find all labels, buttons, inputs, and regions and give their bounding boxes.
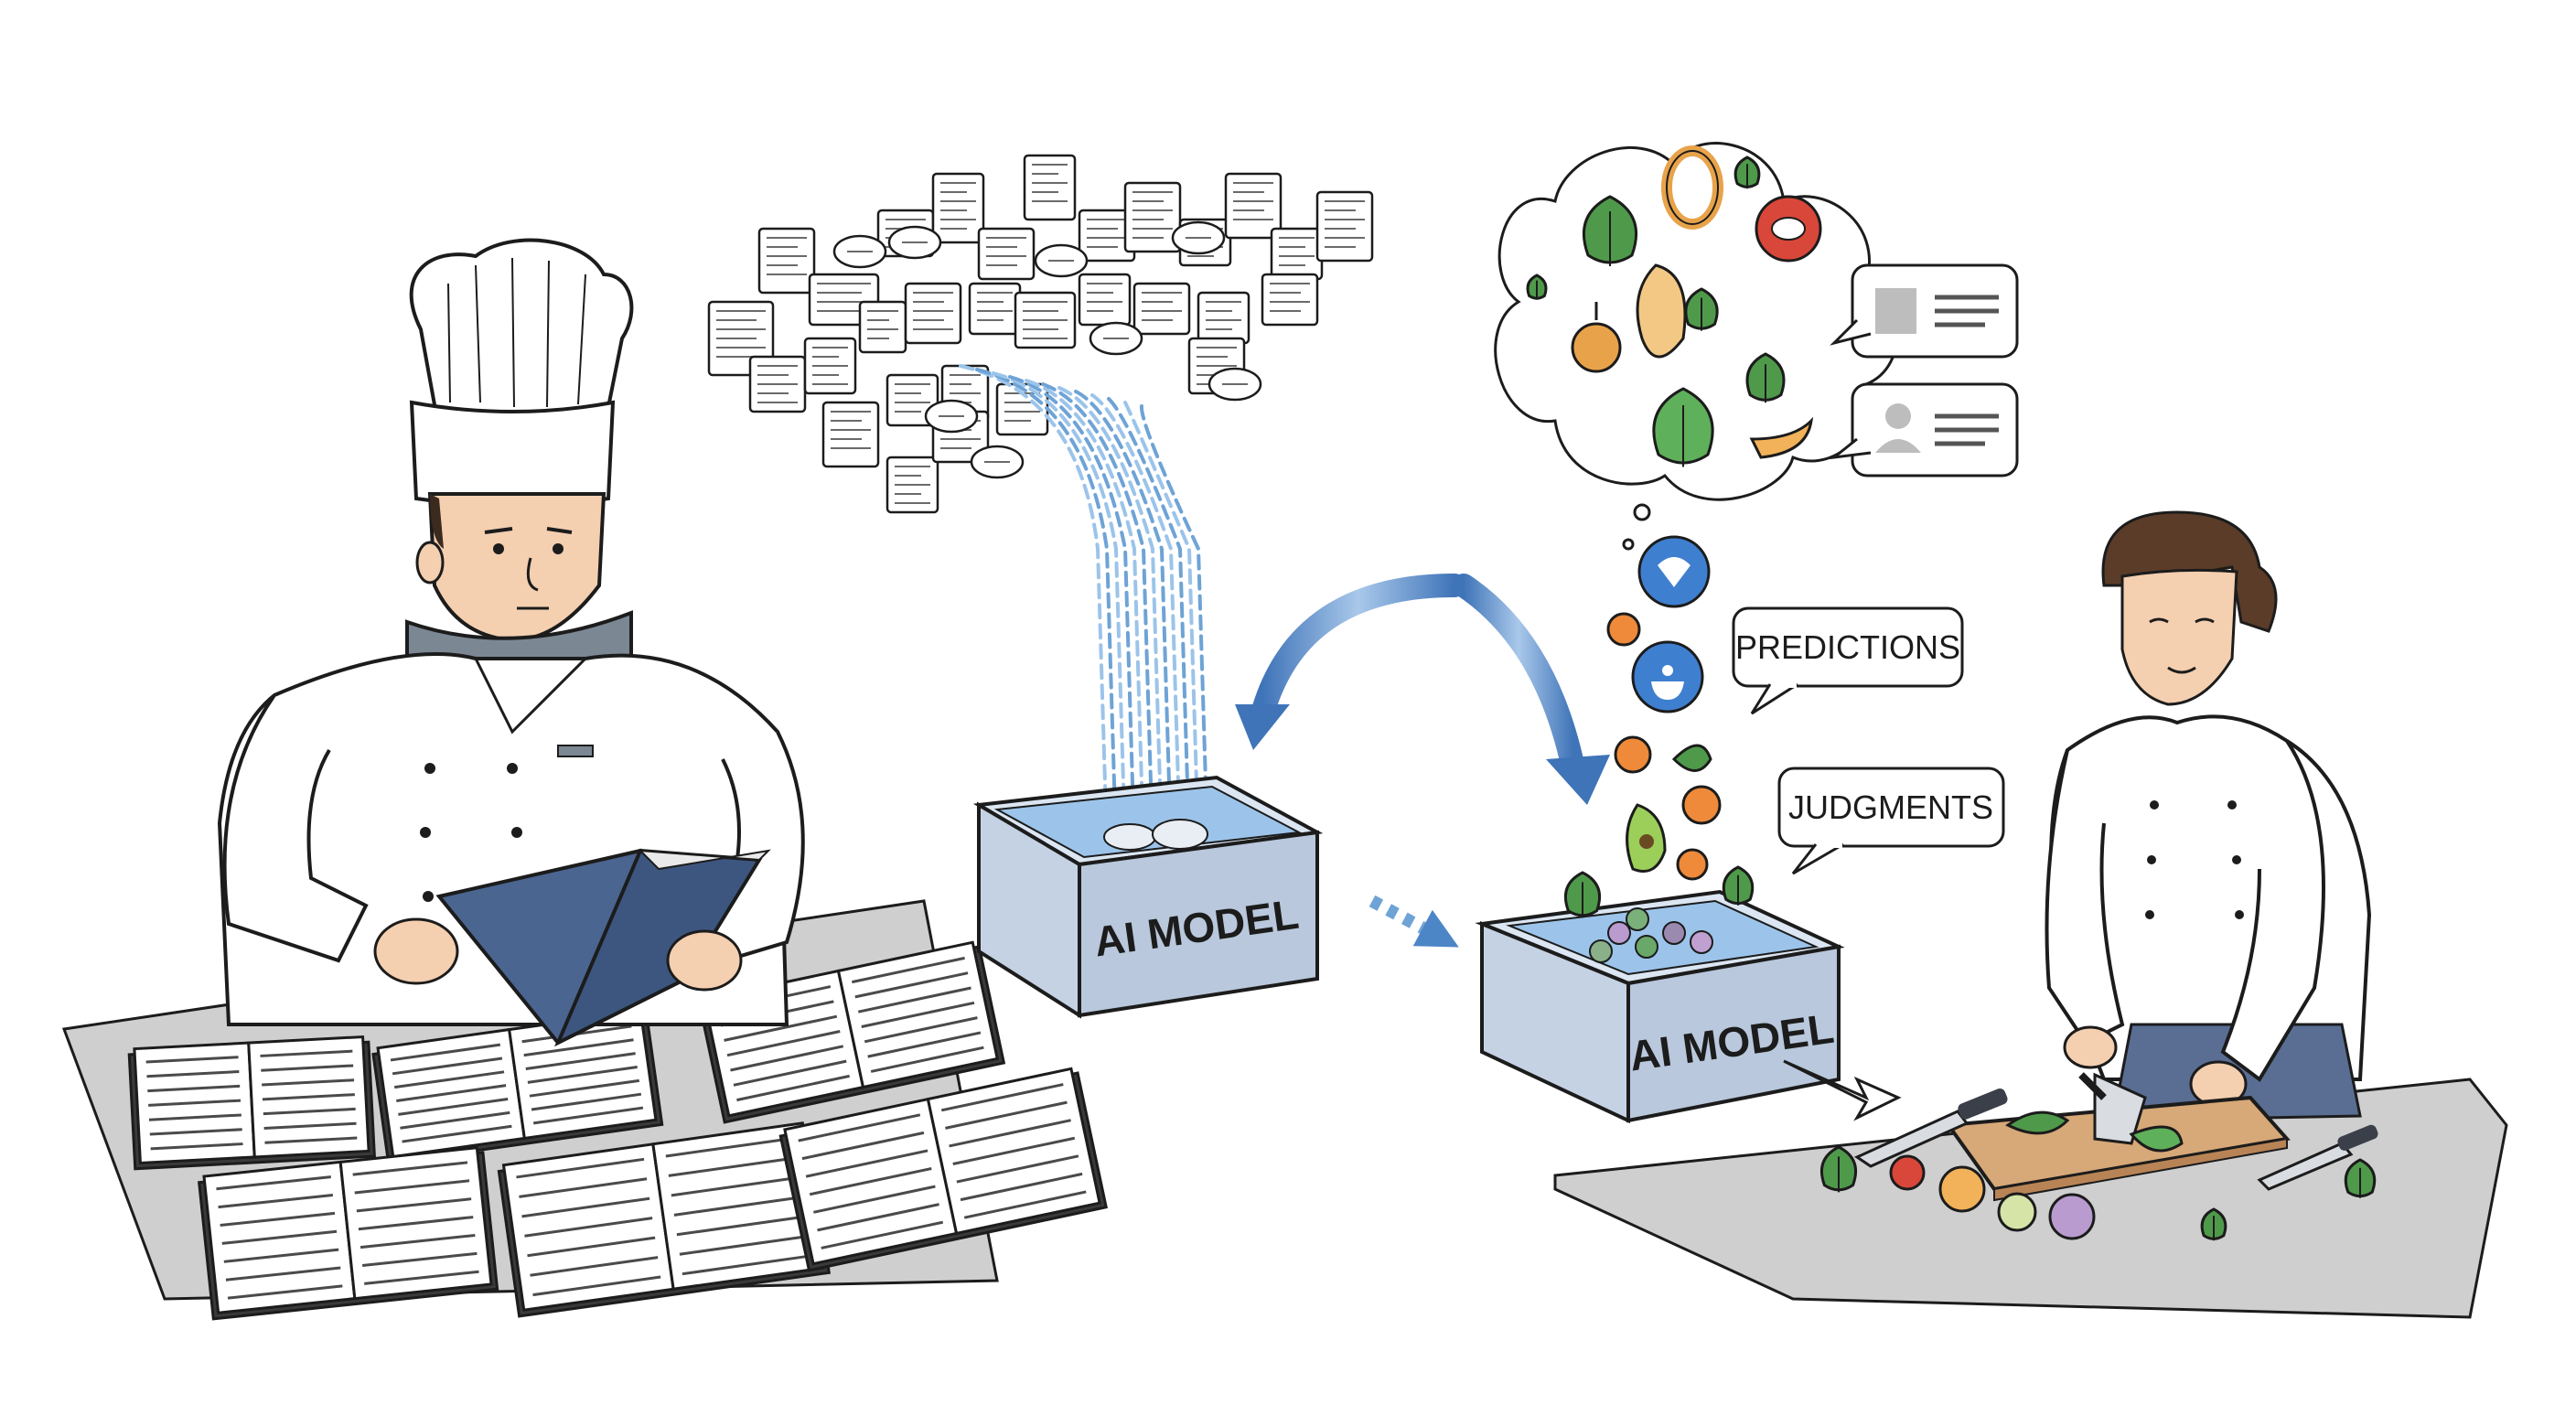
leaf-icon: [1526, 273, 1548, 300]
chef-reading: [217, 238, 805, 1047]
document-icon: [1014, 291, 1077, 349]
pepper-ring-icon: [1661, 145, 1723, 230]
chef-chopping: [2045, 510, 2372, 1122]
data-stream-line: [1123, 401, 1200, 843]
onion-icon: [1938, 1165, 1986, 1213]
document-icon: [886, 456, 939, 514]
output-arrow: [1783, 1059, 1902, 1121]
message-icon: [1089, 321, 1143, 356]
open-book-icon: [127, 1035, 376, 1171]
predictions-bubble: PREDICTIONS: [1732, 606, 1964, 715]
document-icon: [858, 300, 907, 354]
leaf-icon: [1745, 352, 1786, 403]
leaf-icon: [1733, 156, 1761, 189]
document-icon: [1078, 273, 1132, 327]
table-vegetables: [1819, 1145, 2377, 1241]
ai-model-box-left: AI MODEL: [972, 775, 1324, 1019]
tomato-icon: [1755, 195, 1822, 263]
document-icon: [977, 227, 1036, 281]
data-stream-line: [959, 364, 1109, 843]
document-icon: [1197, 291, 1250, 345]
data-stream-line: [1074, 390, 1173, 843]
document-icon: [803, 337, 857, 395]
open-book-icon: [373, 848, 771, 1047]
predictions-label: PREDICTIONS: [1735, 628, 1960, 666]
document-icon: [757, 227, 816, 295]
judgments-label: JUDGMENTS: [1788, 788, 1993, 826]
open-book-icon: [371, 1009, 664, 1165]
message-icon: [1208, 367, 1262, 402]
leaf-icon: [1582, 195, 1638, 266]
data-stream-line: [1107, 397, 1191, 843]
leaf-icon: [1722, 865, 1755, 906]
chef-hat-icon: [409, 238, 634, 508]
user-card-icon: [1830, 263, 2019, 359]
profile-card-icon: [1829, 382, 2019, 477]
leaf-icon: [1819, 1145, 1858, 1193]
vegetable-piece: [1626, 907, 1649, 931]
vegetable-piece: [1662, 921, 1686, 945]
vegetable-piece: [1589, 939, 1613, 963]
falling-ingredients: [1606, 535, 1722, 881]
bowl-badge-icon: [1631, 640, 1704, 713]
document-icon: [886, 373, 939, 427]
message-icon: [924, 399, 979, 434]
document-icon: [1224, 172, 1283, 240]
leaf-icon: [1652, 387, 1714, 467]
data-stream-line: [1041, 382, 1154, 843]
tomato-icon: [1889, 1154, 1926, 1191]
data-stream-line: [975, 368, 1118, 843]
document-icon: [1023, 154, 1077, 221]
data-stream-line: [1090, 393, 1182, 843]
open-book-icon: [197, 1146, 499, 1321]
document-icon: [968, 282, 1022, 336]
ai-model-box-right: AI MODEL: [1475, 865, 1845, 1124]
lime-icon: [1997, 1192, 2037, 1232]
vegetable-piece: [1635, 935, 1658, 959]
document-icon: [821, 401, 880, 468]
open-book-icon: [778, 1067, 1108, 1272]
feedback-arrow: [1235, 574, 1610, 805]
vegetable-piece: [1690, 930, 1713, 954]
leaf-icon: [1684, 287, 1719, 331]
document-icon: [1315, 190, 1374, 263]
data-stream-line: [1057, 386, 1164, 843]
leaf-icon: [2200, 1207, 2227, 1241]
data-stream-line: [1139, 404, 1209, 843]
document-icon: [1123, 181, 1182, 253]
knife-icon: [1853, 1088, 2378, 1191]
onion-icon: [1571, 302, 1622, 373]
squash-icon: [1636, 263, 1687, 359]
document-icon: [1078, 209, 1136, 263]
cutting-board: [1945, 1072, 2291, 1202]
document-icon: [904, 282, 962, 345]
message-icon: [1171, 220, 1226, 255]
document-cloud: [707, 154, 1374, 514]
document-icon: [748, 355, 807, 413]
onion-icon: [2048, 1193, 2096, 1240]
open-book-icon: [497, 1121, 831, 1318]
document-icon: [1132, 282, 1191, 336]
transfer-arrow: [1368, 895, 1459, 948]
message-icon: [832, 234, 887, 269]
document-icon: [931, 172, 985, 244]
data-stream-line: [1008, 375, 1136, 843]
data-stream-line: [992, 371, 1127, 843]
document-icon: [1261, 273, 1319, 327]
judgments-bubble: JUDGMENTS: [1777, 767, 2005, 875]
data-stream: [959, 364, 1209, 843]
thought-cloud: [1494, 142, 1899, 551]
message-icon: [887, 225, 942, 260]
vegetable-piece: [1607, 921, 1631, 945]
data-stream-line: [1025, 379, 1145, 843]
document-icon: [1270, 227, 1324, 281]
message-icon: [1034, 243, 1089, 278]
chef-face: [415, 492, 606, 643]
cookbooks-on-table: [127, 940, 1108, 1321]
leaf-icon: [1563, 871, 1602, 918]
pepper-icon: [1749, 416, 1814, 459]
leaf-icon: [2344, 1158, 2377, 1198]
message-icon: [970, 445, 1025, 479]
